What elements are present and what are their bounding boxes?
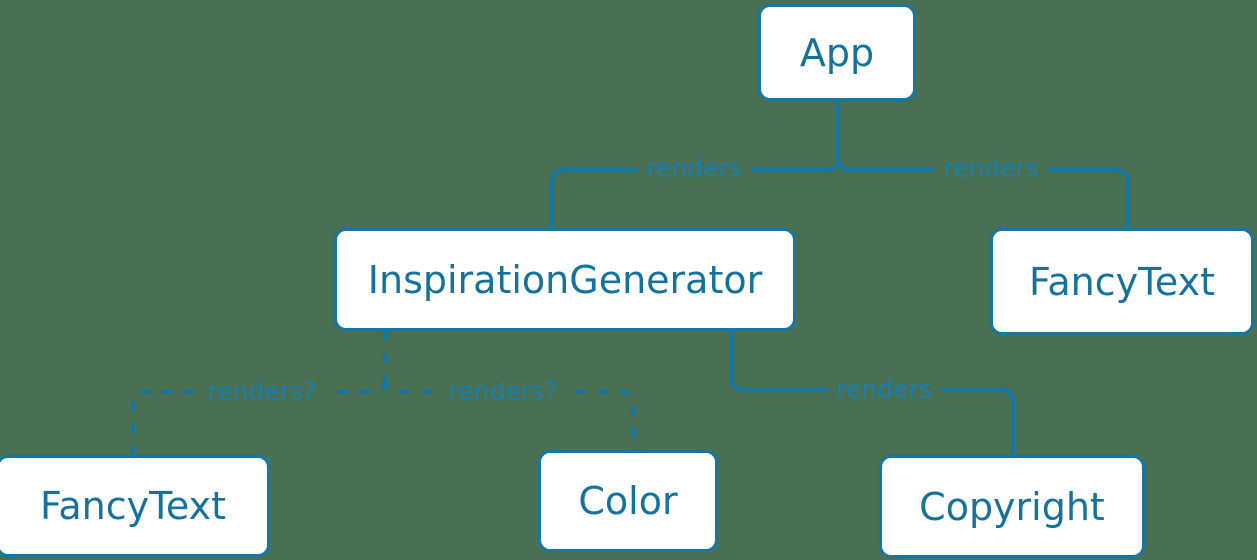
edge-label-app-to-inspiration-generator: renders [637,153,751,183]
node-fancy-text-bottom[interactable]: FancyText [0,455,270,557]
edge-label-inspiration-generator-to-fancy-text-bottom: renders? [198,376,326,406]
edge-label-inspiration-generator-to-color: renders? [439,376,567,406]
edge-inspiration-generator-to-fancy-text-bottom [131,379,387,455]
node-inspiration-generator-label: InspirationGenerator [367,257,763,302]
node-app-label: App [799,30,875,75]
node-app[interactable]: App [758,4,916,101]
edge-app-to-inspiration-generator [550,157,840,228]
edge-label-inspiration-generator-to-copyright: renders [827,374,941,404]
edge-inspiration-generator-to-color [383,379,635,452]
node-fancy-text-bottom-label: FancyText [40,484,226,528]
edge-app-to-fancy-text-top [836,157,1130,228]
node-copyright[interactable]: Copyright [879,455,1145,558]
node-color-label: Color [578,479,678,523]
edge-label-app-to-fancy-text-top: renders [934,153,1048,183]
node-copyright-label: Copyright [919,484,1105,529]
node-color[interactable]: Color [538,450,718,552]
node-fancy-text-top[interactable]: FancyText [990,228,1254,335]
node-fancy-text-top-label: FancyText [1029,259,1215,304]
node-inspiration-generator[interactable]: InspirationGenerator [334,228,796,331]
